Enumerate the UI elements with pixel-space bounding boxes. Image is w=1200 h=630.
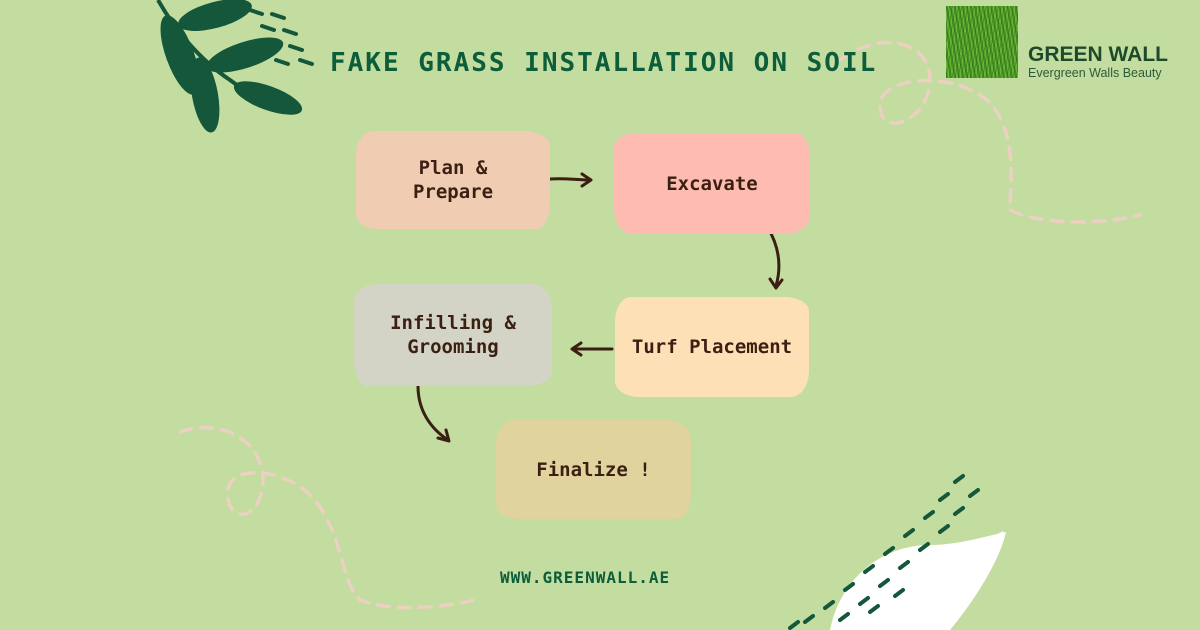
arrow-infill-to-finalize	[416, 384, 451, 443]
brand-tagline: Evergreen Walls Beauty	[1028, 66, 1162, 80]
leaf-branch-icon	[156, 0, 303, 133]
step-infilling-grooming: Infilling & Grooming	[354, 284, 552, 386]
arrow-excavate-to-turf	[766, 226, 784, 290]
step-plan-prepare: Plan & Prepare	[356, 131, 550, 229]
brush-dashes-bottom	[788, 474, 980, 630]
dashed-swirl-top-right	[838, 40, 1142, 224]
brush-dashes-top	[248, 8, 314, 66]
dashed-swirl-bottom-left	[178, 425, 477, 610]
step-finalize: Finalize !	[496, 420, 691, 519]
step-excavate: Excavate	[614, 133, 810, 234]
brand-name: GREEN WALL	[1028, 43, 1168, 66]
arrow-plan-to-excavate	[548, 172, 593, 188]
page-title: FAKE GRASS INSTALLATION ON SOIL	[330, 48, 878, 78]
brand-logo: GREEN WALL Evergreen Walls Beauty	[946, 6, 1196, 80]
grass-swatch-logo	[946, 6, 1018, 78]
website-url: WWW.GREENWALL.AE	[500, 568, 671, 587]
arrow-turf-to-infill	[570, 341, 614, 357]
step-turf-placement: Turf Placement	[615, 297, 809, 397]
white-leaf-brush-icon	[830, 531, 1006, 630]
